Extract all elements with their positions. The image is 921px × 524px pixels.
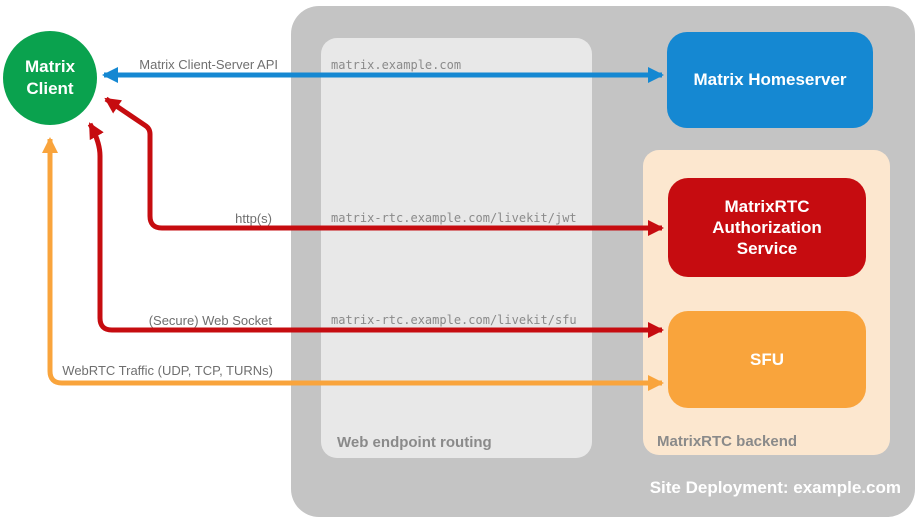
endpoint-matrix-example-com: matrix.example.com bbox=[331, 58, 462, 72]
web-endpoint-routing-caption: Web endpoint routing bbox=[337, 434, 492, 451]
client-server-api-arrow-label: Matrix Client-Server API bbox=[139, 57, 278, 72]
endpoint-livekit-jwt: matrix-rtc.example.com/livekit/jwt bbox=[331, 211, 577, 225]
matrixrtc-authorization-service-node: MatrixRTC Authorization Service bbox=[668, 178, 866, 277]
websocket-arrow-label: (Secure) Web Socket bbox=[148, 313, 272, 328]
sfu-node: SFU bbox=[668, 311, 866, 408]
site-deployment-caption: Site Deployment: example.com bbox=[649, 478, 901, 497]
matrix-client-node: Matrix Client bbox=[3, 31, 97, 125]
matrix-client-label: Matrix Client bbox=[24, 56, 76, 98]
https-arrow-label: http(s) bbox=[235, 211, 272, 226]
matrixrtc-authorization-service-label: MatrixRTC Authorization Service bbox=[712, 196, 822, 259]
matrix-homeserver-label: Matrix Homeserver bbox=[693, 70, 847, 90]
web-endpoint-routing-box bbox=[321, 38, 592, 458]
endpoint-livekit-sfu: matrix-rtc.example.com/livekit/sfu bbox=[331, 313, 577, 327]
matrixrtc-backend-caption: MatrixRTC backend bbox=[657, 433, 798, 450]
matrix-homeserver-node: Matrix Homeserver bbox=[667, 32, 873, 128]
webrtc-arrow-label: WebRTC Traffic (UDP, TCP, TURNs) bbox=[62, 363, 273, 378]
sfu-label: SFU bbox=[750, 349, 784, 369]
